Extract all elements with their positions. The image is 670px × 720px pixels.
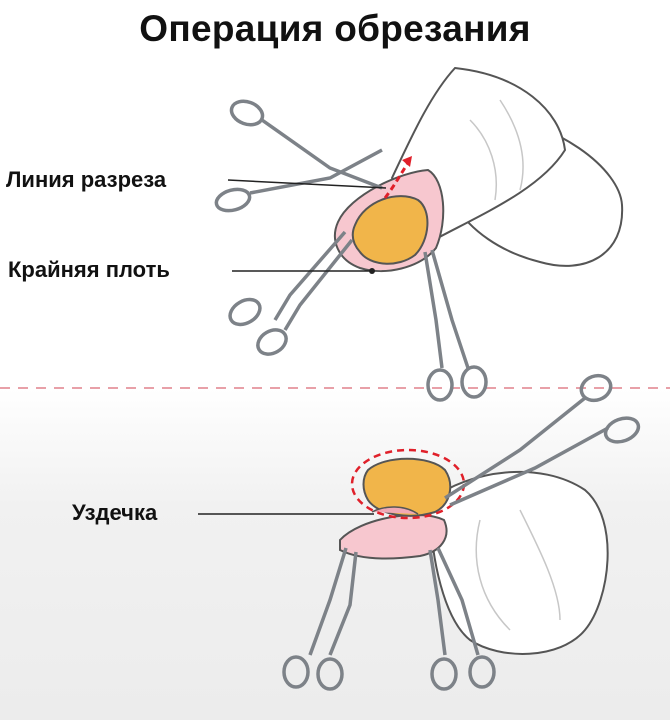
incision-leader	[227, 179, 387, 189]
clamp-left	[228, 230, 354, 356]
frenulum	[371, 506, 419, 515]
label-frenulum: Уздечка	[72, 500, 158, 525]
foreskin-pointer-dot	[369, 268, 375, 274]
scissors-upper	[214, 99, 383, 213]
clamp-lower-left	[282, 547, 358, 691]
label-incision-line: Линия разреза	[6, 167, 167, 192]
lower-shading	[475, 509, 561, 631]
glans-lower	[362, 457, 452, 517]
bottom-figure	[198, 373, 641, 691]
top-figure	[214, 66, 624, 402]
incision-arrow	[402, 156, 412, 167]
diagram-title: Операция обрезания	[139, 8, 531, 49]
glans	[351, 195, 429, 265]
clamp-right	[423, 249, 488, 402]
retracted-foreskin	[339, 513, 448, 560]
shaft-shading	[469, 99, 524, 201]
clamp-lower-right	[428, 547, 496, 691]
incision-line	[383, 162, 410, 199]
label-foreskin: Крайняя плоть	[8, 257, 170, 282]
penis-body-lower	[428, 470, 609, 655]
scissors-lower	[444, 373, 641, 507]
